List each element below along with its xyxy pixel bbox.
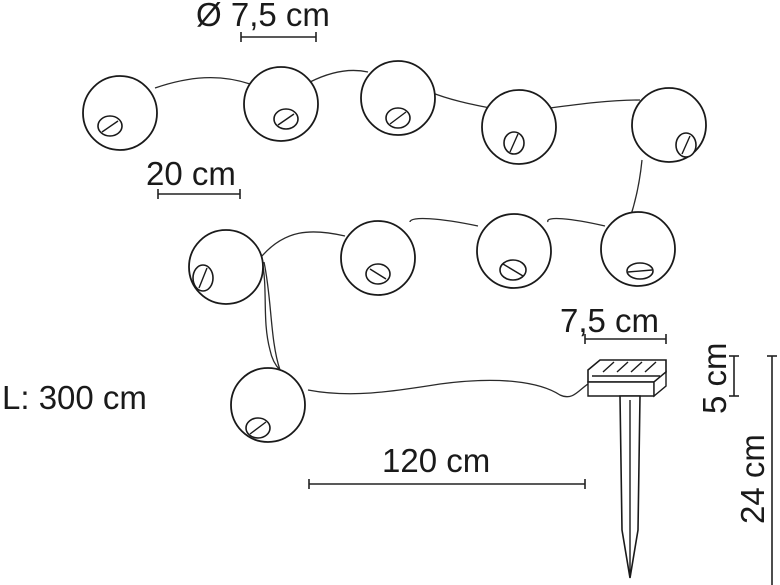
- stake-height-label: 24 cm: [734, 434, 771, 524]
- light-ball: [600, 211, 676, 287]
- light-ball: [340, 220, 416, 296]
- ground-stake: [619, 395, 641, 579]
- panel-height-label: 5 cm: [696, 342, 733, 414]
- light-ball: [82, 75, 158, 151]
- cable-wire-drop: [261, 259, 281, 371]
- spacing-label: 20 cm: [146, 155, 236, 192]
- light-ball: [230, 367, 306, 443]
- dimension-lead-cable: [308, 479, 586, 489]
- light-ball: [476, 213, 552, 289]
- total-length-label: L: 300 cm: [2, 379, 147, 416]
- dimension-panel-width: [584, 334, 667, 344]
- light-ball: [243, 66, 319, 142]
- light-ball: [188, 229, 264, 305]
- light-ball: [631, 87, 707, 163]
- light-ball: [360, 60, 436, 136]
- dimension-ball-diameter: [240, 32, 317, 42]
- panel-width-label: 7,5 cm: [560, 302, 659, 339]
- dimension-stake-height: [767, 355, 777, 585]
- solar-panel: [587, 359, 667, 398]
- cable-wire: [154, 69, 643, 398]
- ball-diameter-label: Ø 7,5 cm: [196, 0, 330, 33]
- dimension-panel-height: [729, 355, 739, 397]
- lead-cable-label: 120 cm: [382, 442, 490, 479]
- light-ball: [481, 89, 557, 165]
- dimension-spacing: [157, 189, 241, 199]
